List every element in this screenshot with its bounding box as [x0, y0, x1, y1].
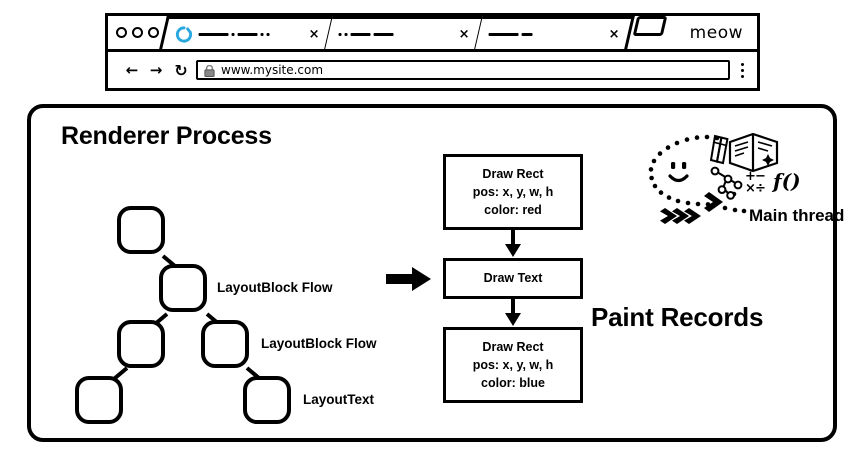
tab-strip: × × × meow — [108, 16, 757, 52]
svg-text:+: + — [745, 169, 756, 184]
window-close-dot[interactable] — [116, 27, 127, 38]
paint-record-line: color: red — [484, 203, 542, 218]
paint-record-line: pos: x, y, w, h — [472, 357, 554, 372]
paint-records-list: Draw Rect pos: x, y, w, h color: red Dra… — [421, 154, 601, 403]
main-thread-doodle: + − × ÷ f() — [631, 130, 831, 230]
new-tab-icon[interactable] — [632, 16, 668, 36]
page-title: Renderer Process — [61, 122, 272, 150]
svg-text:f(): f() — [771, 169, 801, 193]
window-controls — [108, 27, 165, 38]
tab-close-button-3[interactable]: × — [608, 26, 620, 42]
tab-loading-spinner-icon — [176, 25, 193, 43]
browser-tab-1[interactable]: × — [159, 16, 335, 49]
svg-text:÷: ÷ — [755, 181, 766, 196]
browser-brand-label: meow — [689, 22, 743, 43]
forward-arrow-icon[interactable]: → — [149, 61, 163, 79]
tree-label-layoutblock-flow-2: LayoutBlock Flow — [261, 336, 377, 351]
browser-toolbar: ← → ↻ www.mysite.com — [108, 52, 757, 88]
tab-close-button-1[interactable]: × — [308, 26, 320, 42]
paint-record-connector-2 — [443, 298, 583, 327]
tab-title-placeholder-1 — [198, 32, 305, 36]
tree-label-layouttext: LayoutText — [303, 392, 375, 407]
paint-record-line: Draw Text — [483, 271, 543, 286]
url-text: www.mysite.com — [221, 63, 324, 77]
renderer-process-panel: Renderer Process LayoutBlock Flow Layout… — [27, 104, 844, 442]
paint-record-line: color: blue — [481, 375, 545, 390]
svg-text:−: − — [755, 169, 766, 184]
paint-record-line: Draw Rect — [482, 167, 544, 181]
paint-record-connector-1 — [443, 230, 583, 258]
paint-record-line: Draw Rect — [482, 339, 544, 354]
layout-node-block-2[interactable] — [117, 320, 165, 368]
browser-tab-3[interactable]: × — [475, 16, 635, 49]
tab-title-placeholder-2 — [338, 32, 455, 36]
paint-record-line: pos: x, y, w, h — [472, 185, 554, 200]
tab-close-button-2[interactable]: × — [458, 26, 470, 42]
layout-node-text-2[interactable] — [243, 376, 291, 424]
layout-node-block-1[interactable] — [159, 264, 207, 312]
right-arrow-icon — [386, 266, 432, 292]
back-arrow-icon[interactable]: ← — [125, 61, 139, 79]
svg-text:×: × — [745, 181, 756, 196]
layout-node-text-1[interactable] — [75, 376, 123, 424]
layout-tree-diagram: LayoutBlock Flow LayoutBlock Flow Layout… — [55, 158, 405, 428]
paint-record-draw-rect-red[interactable]: Draw Rect pos: x, y, w, h color: red — [443, 154, 583, 231]
browser-window: × × × meow — [105, 13, 760, 91]
paint-records-heading: Paint Records — [591, 302, 764, 332]
layout-node-root[interactable] — [117, 206, 165, 254]
window-minimize-dot[interactable] — [132, 27, 143, 38]
kebab-menu-icon[interactable] — [736, 62, 749, 78]
layout-node-block-3[interactable] — [201, 320, 249, 368]
main-thread-label: Main thread — [749, 206, 845, 225]
tabs-container: × × × — [159, 16, 668, 49]
paint-record-draw-text[interactable]: Draw Text — [443, 258, 583, 299]
lock-icon — [204, 64, 215, 77]
paint-record-draw-rect-blue[interactable]: Draw Rect pos: x, y, w, h color: blue — [443, 326, 583, 403]
reload-icon[interactable]: ↻ — [174, 60, 188, 80]
tree-label-layoutblock-flow-1: LayoutBlock Flow — [217, 280, 333, 295]
address-bar[interactable]: www.mysite.com — [196, 60, 730, 80]
window-maximize-dot[interactable] — [148, 27, 159, 38]
browser-tab-2[interactable]: × — [325, 16, 485, 49]
tab-title-placeholder-3 — [488, 32, 605, 36]
